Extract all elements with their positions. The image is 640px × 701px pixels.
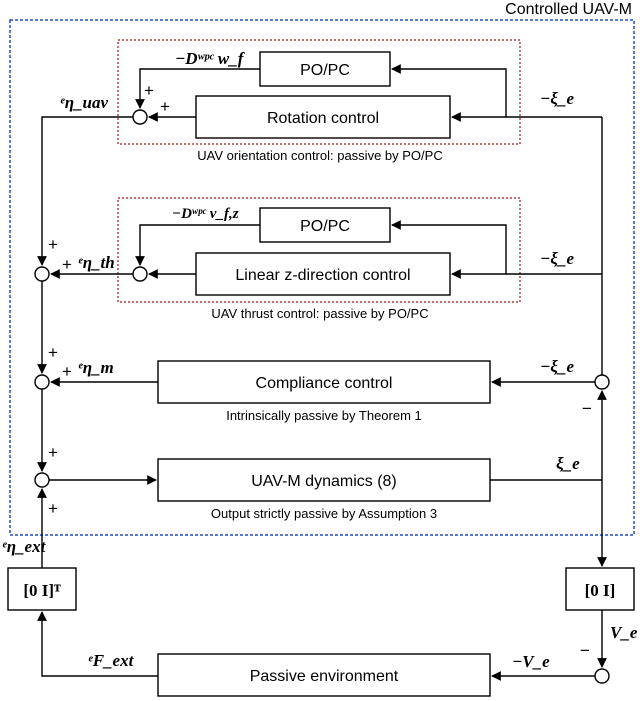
wire-po-pc-top-out	[135, 68, 260, 109]
passive-environment-label: Passive environment	[250, 668, 399, 685]
dynamics-caption: Output strictly passive by Assumption 3	[211, 506, 437, 521]
compliance-control-block	[157, 360, 491, 404]
sum-rotation	[132, 109, 148, 125]
transpose-label: [0 I]ᵀ	[23, 581, 61, 600]
sign-rotation-top: +	[144, 81, 154, 100]
linear-z-control-block	[195, 252, 451, 296]
wire-po-pc-mid-out	[135, 224, 260, 266]
controlled-uav-m-frame	[9, 19, 635, 536]
orientation-caption: UAV orientation control: passive by PO/P…	[197, 148, 442, 163]
po-pc-mid-label: PO/PC	[300, 218, 350, 235]
sign-compliance-right: +	[62, 362, 72, 381]
label-dw-wf: −Dʷᵖᶜ w_f	[175, 49, 246, 68]
selector-label: [0 I]	[585, 581, 616, 600]
sum-linear-z	[132, 266, 148, 282]
linear-z-control-label: Linear z-direction control	[235, 267, 410, 284]
label-dw-vfz: −Dʷᵖᶜ v_f,z	[172, 206, 239, 222]
label-ve: V_e	[610, 623, 638, 642]
sign-feedback-bottom: −	[582, 399, 592, 418]
label-eta-m: ᵉη_m	[78, 358, 114, 377]
rotation-control-block	[195, 95, 451, 139]
sign-dynamics-top: +	[48, 443, 58, 462]
sign-environment-top: −	[580, 641, 590, 660]
compliance-caption: Intrinsically passive by Theorem 1	[226, 408, 422, 423]
label-neg-xi-2: −ξ_e	[540, 249, 574, 268]
wire-f-ext	[37, 611, 158, 677]
label-f-ext: ᵉF_ext	[88, 651, 135, 670]
compliance-control-label: Compliance control	[256, 375, 393, 392]
orientation-group-frame	[117, 39, 521, 145]
wire-eta-uav	[37, 116, 133, 266]
po-pc-mid-block	[259, 207, 391, 243]
label-eta-th: ᵉη_th	[78, 253, 115, 272]
label-xi: ξ_e	[556, 454, 580, 473]
sum-dynamics	[34, 472, 50, 488]
sign-compliance-top: +	[48, 343, 58, 362]
thrust-group-frame	[117, 197, 521, 303]
uav-m-dynamics-block	[157, 458, 491, 502]
wire-branch-to-po-pc-top	[391, 64, 507, 117]
sum-thrust	[34, 266, 50, 282]
sum-compliance	[34, 374, 50, 390]
controlled-uav-m-title: Controlled UAV-M	[505, 1, 632, 18]
sign-thrust-top: +	[48, 235, 58, 254]
uav-m-dynamics-label: UAV-M dynamics (8)	[251, 473, 397, 490]
label-eta-uav: ᵉη_uav	[60, 93, 108, 112]
sign-dynamics-bottom: +	[48, 499, 58, 518]
label-neg-xi-1: −ξ_e	[540, 89, 574, 108]
wire-branch-to-po-pc-mid	[391, 220, 507, 274]
sign-rotation-right: +	[160, 97, 170, 116]
rotation-control-label: Rotation control	[267, 110, 379, 127]
label-neg-ve: −V_e	[512, 652, 550, 671]
passive-environment-block	[157, 653, 491, 697]
transpose-block	[7, 567, 77, 611]
po-pc-top-block	[259, 51, 391, 87]
sign-thrust-right: +	[62, 255, 72, 274]
label-eta-ext: ᵉη_ext	[2, 537, 47, 556]
sum-environment	[594, 668, 610, 684]
sum-feedback	[594, 374, 610, 390]
po-pc-top-label: PO/PC	[300, 62, 350, 79]
label-neg-xi-3: −ξ_e	[540, 357, 574, 376]
thrust-caption: UAV thrust control: passive by PO/PC	[211, 306, 428, 321]
selector-block	[565, 567, 635, 611]
